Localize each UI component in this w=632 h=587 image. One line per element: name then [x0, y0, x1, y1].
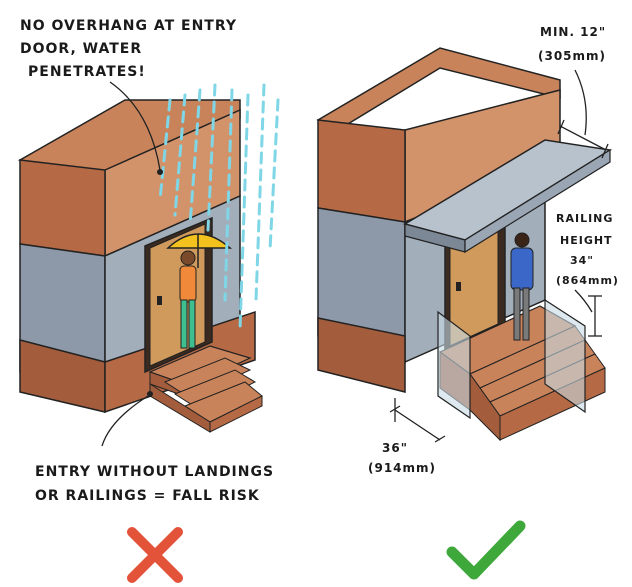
overhang-dimension [557, 69, 609, 159]
umbrella-icon [166, 233, 232, 268]
left-top-leader-line [109, 81, 161, 171]
left-bottom-leader-line [101, 395, 149, 447]
left-stairs [148, 345, 263, 433]
left-bottom-note-line-2: OR RAILINGS = FALL RISK [35, 488, 260, 504]
right-door-handle [456, 282, 461, 291]
left-top-note-line-3: PENETRATES! [28, 64, 146, 80]
railing-label-line-3: 34" [570, 254, 594, 267]
left-person [179, 250, 197, 349]
left-top-note: NO OVERHANG AT ENTRY DOOR, WATER PENETRA… [20, 18, 237, 80]
left-bottom-note: ENTRY WITHOUT LANDINGS OR RAILINGS = FAL… [35, 464, 274, 504]
railing-left-glass [437, 310, 471, 420]
landing-label-line-2: (914mm) [368, 461, 436, 475]
railing-label-line-1: RAILING [556, 212, 613, 225]
railing-label-line-4: (864mm) [556, 274, 619, 287]
landing-label-line-1: 36" [382, 441, 408, 455]
right-parapet-side [317, 119, 406, 223]
left-top-note-line-1: NO OVERHANG AT ENTRY [20, 18, 237, 34]
railing-right-glass [544, 298, 586, 414]
overhang-label-line-2: (305mm) [538, 49, 606, 63]
railing-label-line-2: HEIGHT [560, 234, 613, 247]
left-top-note-line-2: DOOR, WATER [20, 41, 142, 57]
cross-mark-icon [127, 527, 183, 583]
left-parapet-side [19, 159, 106, 257]
right-base-side [317, 317, 406, 393]
left-building [17, 83, 280, 433]
left-bottom-note-line-1: ENTRY WITHOUT LANDINGS [35, 464, 274, 480]
left-door-handle [157, 296, 162, 305]
canopy-front-edge [464, 148, 611, 254]
overhang-label-line-1: MIN. 12" [540, 25, 606, 39]
landing-dimension [389, 398, 446, 443]
right-person [510, 232, 534, 341]
right-building [316, 47, 613, 442]
railing-height-dimension [574, 289, 602, 337]
overhang-label: MIN. 12" (305mm) [538, 25, 606, 63]
landing-label: 36" (914mm) [368, 441, 436, 475]
rain-icon [158, 83, 280, 332]
check-mark-icon [446, 520, 526, 580]
railing-label: RAILING HEIGHT 34" (864mm) [556, 212, 619, 287]
